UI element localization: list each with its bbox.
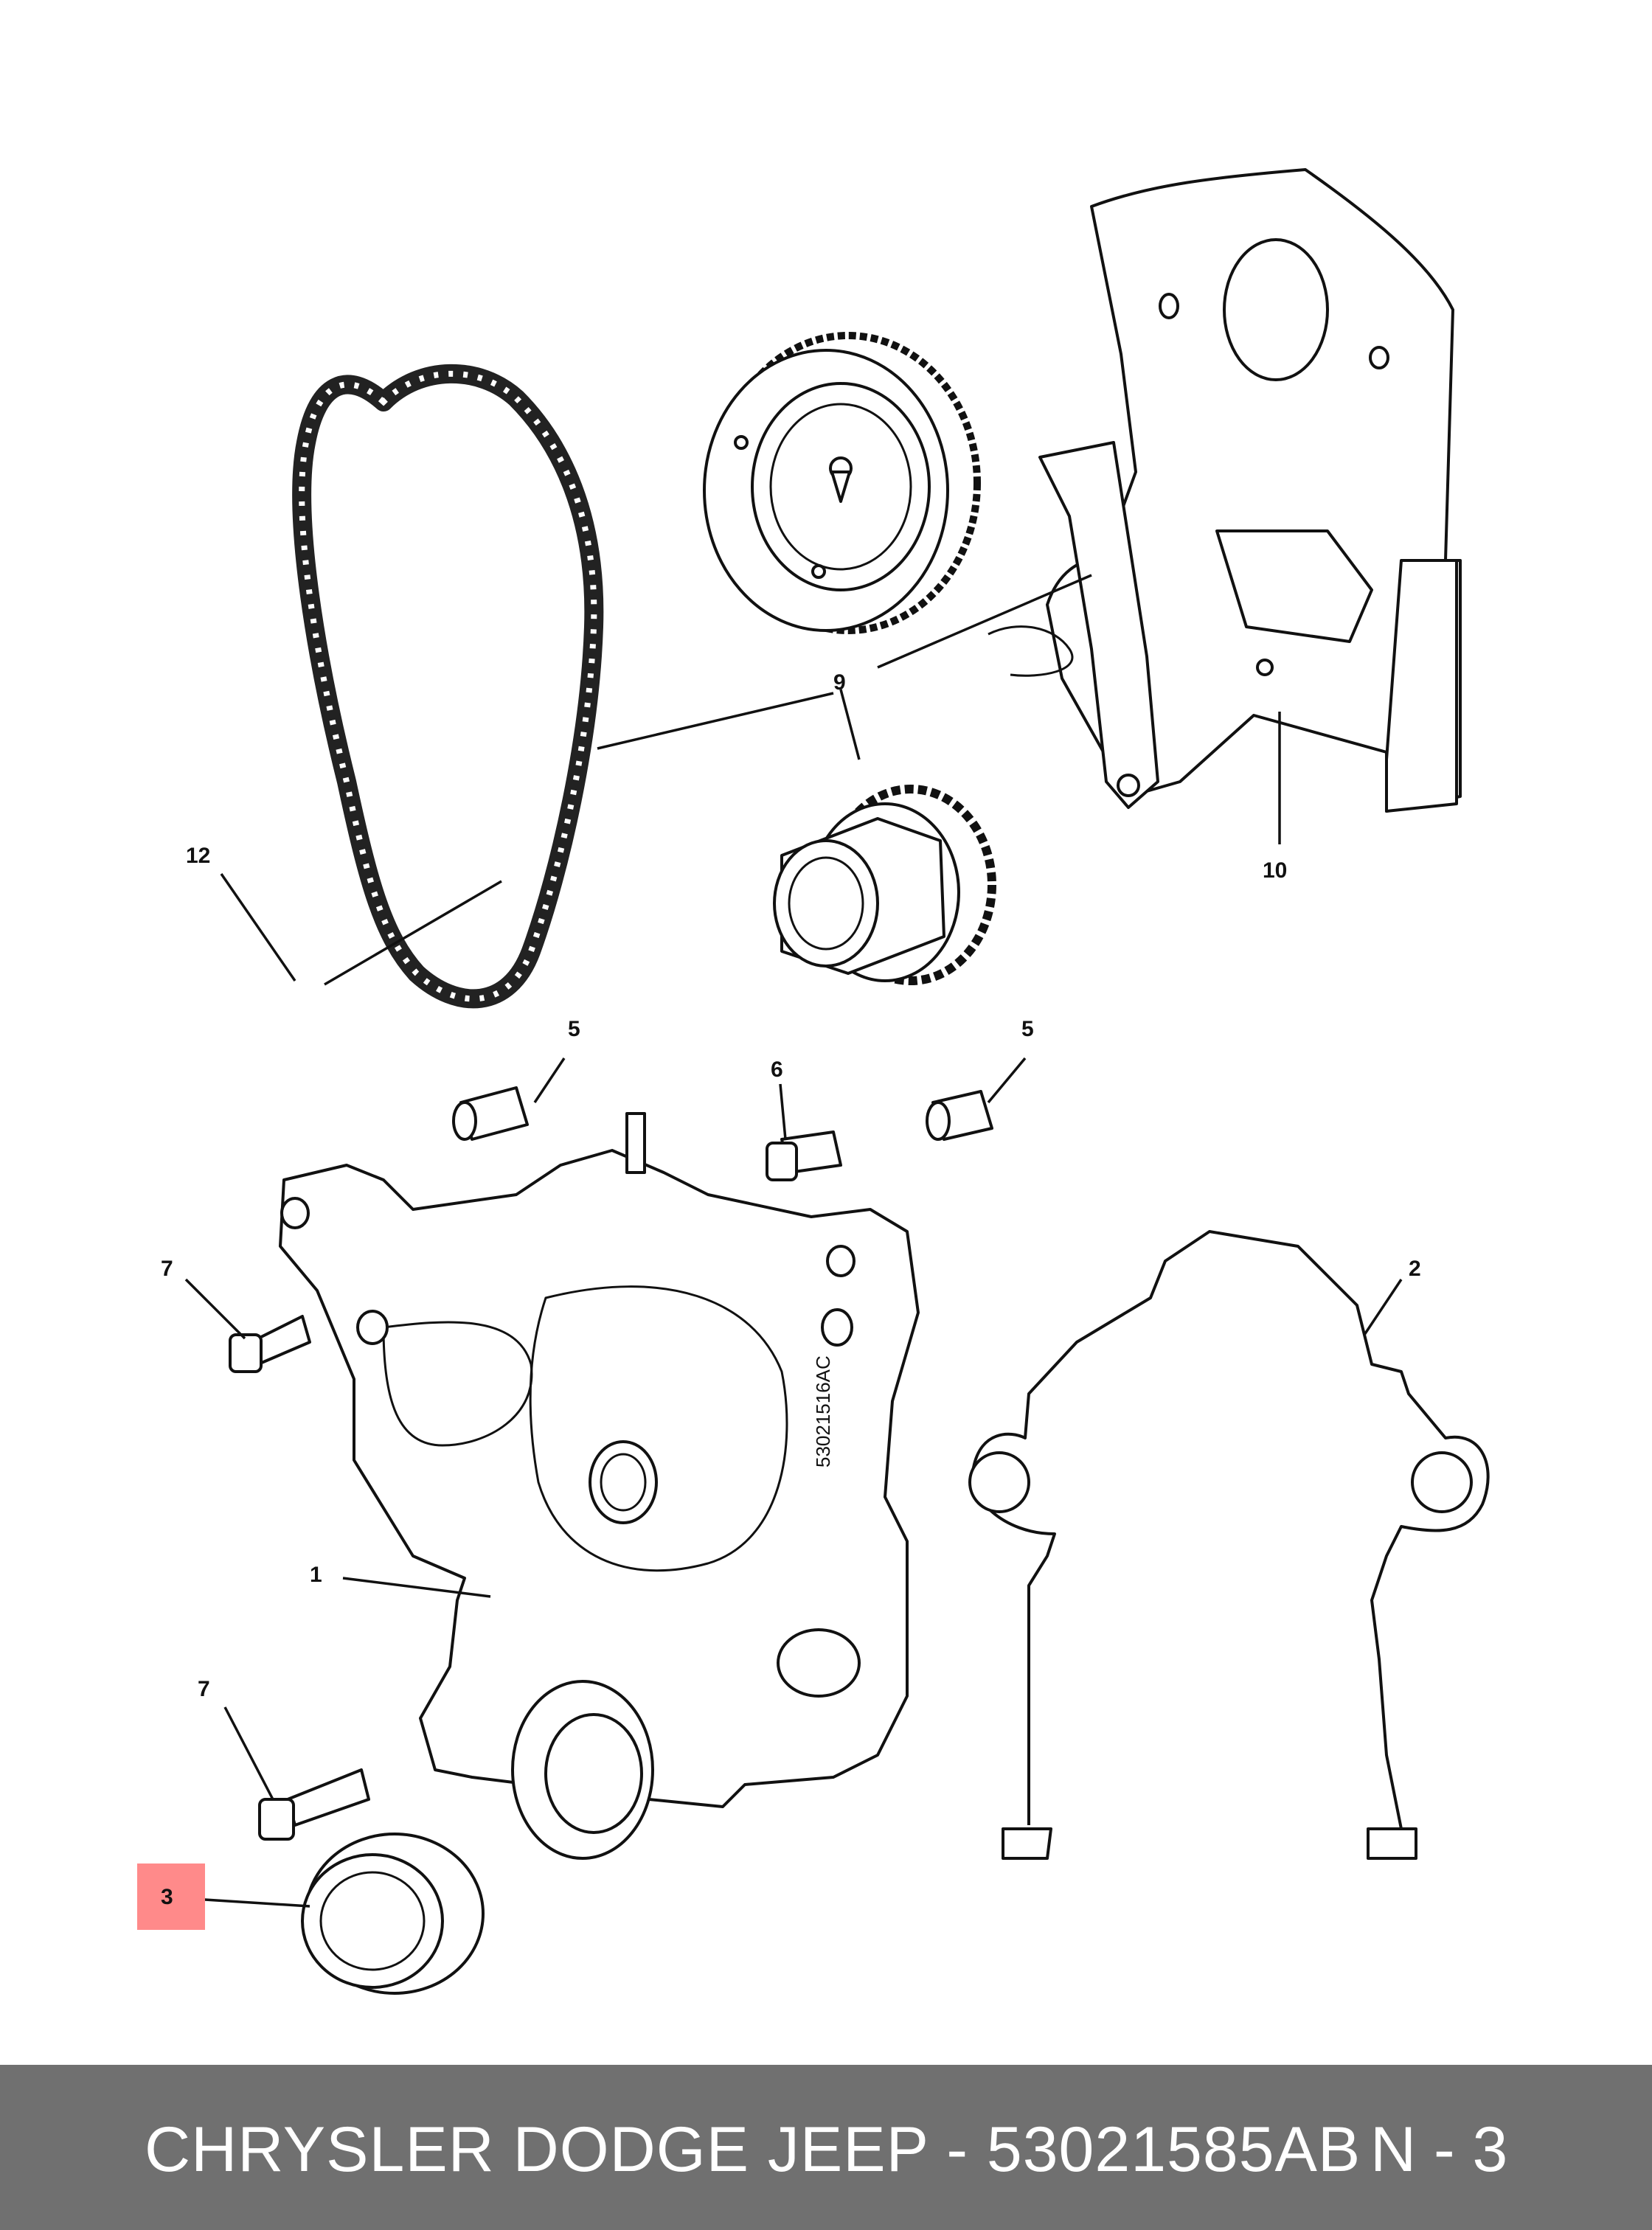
cover-gasket <box>968 1230 1490 1860</box>
timing-chain <box>292 364 604 1009</box>
crank-sprocket <box>773 785 996 985</box>
dowel-pin-right <box>926 1090 993 1141</box>
bolt-7-lower <box>258 1768 370 1841</box>
footer-diagram-code: N - 3 <box>1370 2114 1508 2185</box>
front-crank-seal <box>301 1833 485 1995</box>
callout-2: 2 <box>1409 1257 1421 1281</box>
callout-5-right: 5 <box>1021 1017 1034 1041</box>
footer-bar: CHRYSLER DODGE JEEP - 53021585AB N - 3 <box>0 2065 1652 2230</box>
callout-6: 6 <box>771 1057 783 1082</box>
callout-labels: 9 10 12 5 6 5 7 2 1 7 3 <box>161 670 1421 1909</box>
callout-12: 12 <box>186 844 210 868</box>
callout-7-upper: 7 <box>161 1257 173 1281</box>
callout-3: 3 <box>161 1885 173 1909</box>
bolt-7-upper <box>229 1315 311 1373</box>
callout-10: 10 <box>1263 858 1287 883</box>
callout-5-left: 5 <box>568 1017 580 1041</box>
bolt-6 <box>766 1130 842 1181</box>
callout-9: 9 <box>833 670 846 695</box>
chain-guide-tensioner <box>988 168 1462 813</box>
callout-1: 1 <box>310 1563 322 1587</box>
callout-7-lower: 7 <box>198 1677 210 1701</box>
leader-lines <box>184 574 1403 1908</box>
dowel-pin-left <box>452 1086 529 1141</box>
cam-phaser-sprocket <box>703 332 981 634</box>
timing-cover: 53021516AC <box>279 1112 920 1860</box>
parts-diagram: 53021516AC 9 10 12 5 6 <box>137 168 1490 1995</box>
cast-part-number: 53021516AC <box>812 1355 834 1467</box>
callout-3-highlight <box>137 1863 205 1930</box>
footer-title: CHRYSLER DODGE JEEP - 53021585AB <box>145 2114 1361 2185</box>
